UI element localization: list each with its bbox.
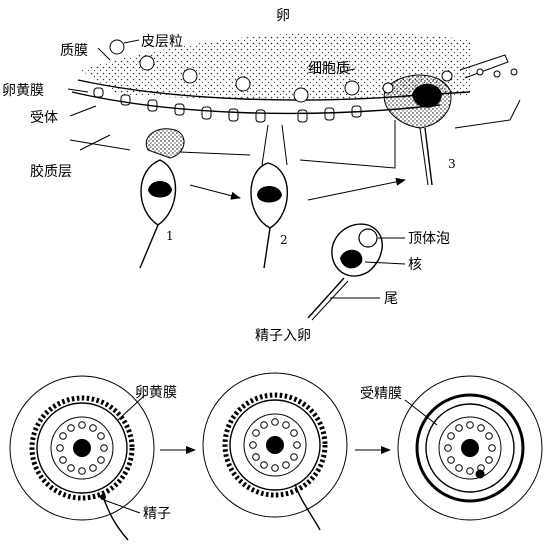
label-vitelline-membrane: 卵黄膜 <box>2 82 44 99</box>
stage-1-number: 1 <box>166 229 174 243</box>
label-vitelline-membrane-bottom: 卵黄膜 <box>135 384 177 401</box>
label-nucleus: 核 <box>408 257 422 273</box>
egg-stage-2 <box>203 373 347 530</box>
label-cytoplasm: 细胞质 <box>308 61 350 77</box>
egg-stage-1 <box>10 376 154 540</box>
sperm-stage-2: 2 <box>251 125 288 268</box>
caption-sperm-entry: 精子入卵 <box>255 328 311 344</box>
stage-3-number: 3 <box>448 157 456 171</box>
arrow-2-3 <box>308 180 405 200</box>
jelly-layer-right <box>455 100 520 128</box>
label-sperm: 精子 <box>143 506 171 522</box>
stage-2-number: 2 <box>280 233 288 247</box>
label-fertilization-membrane: 受精膜 <box>360 386 402 402</box>
sperm-stage-1: 1 <box>140 129 184 268</box>
label-acrosome: 顶体泡 <box>408 231 450 247</box>
arrow-1-2 <box>190 185 240 198</box>
label-plasma-membrane: 质膜 <box>60 43 88 59</box>
label-jelly-layer: 胶质层 <box>30 163 72 180</box>
label-receptor: 受体 <box>30 110 58 126</box>
sperm-detail <box>308 224 382 320</box>
label-tail: 尾 <box>384 291 398 307</box>
egg-title: 卵 <box>276 8 290 24</box>
label-cortical-granule: 皮层粒 <box>141 34 183 50</box>
jelly-layer-outline <box>70 120 395 168</box>
egg-stage-3 <box>398 376 542 520</box>
